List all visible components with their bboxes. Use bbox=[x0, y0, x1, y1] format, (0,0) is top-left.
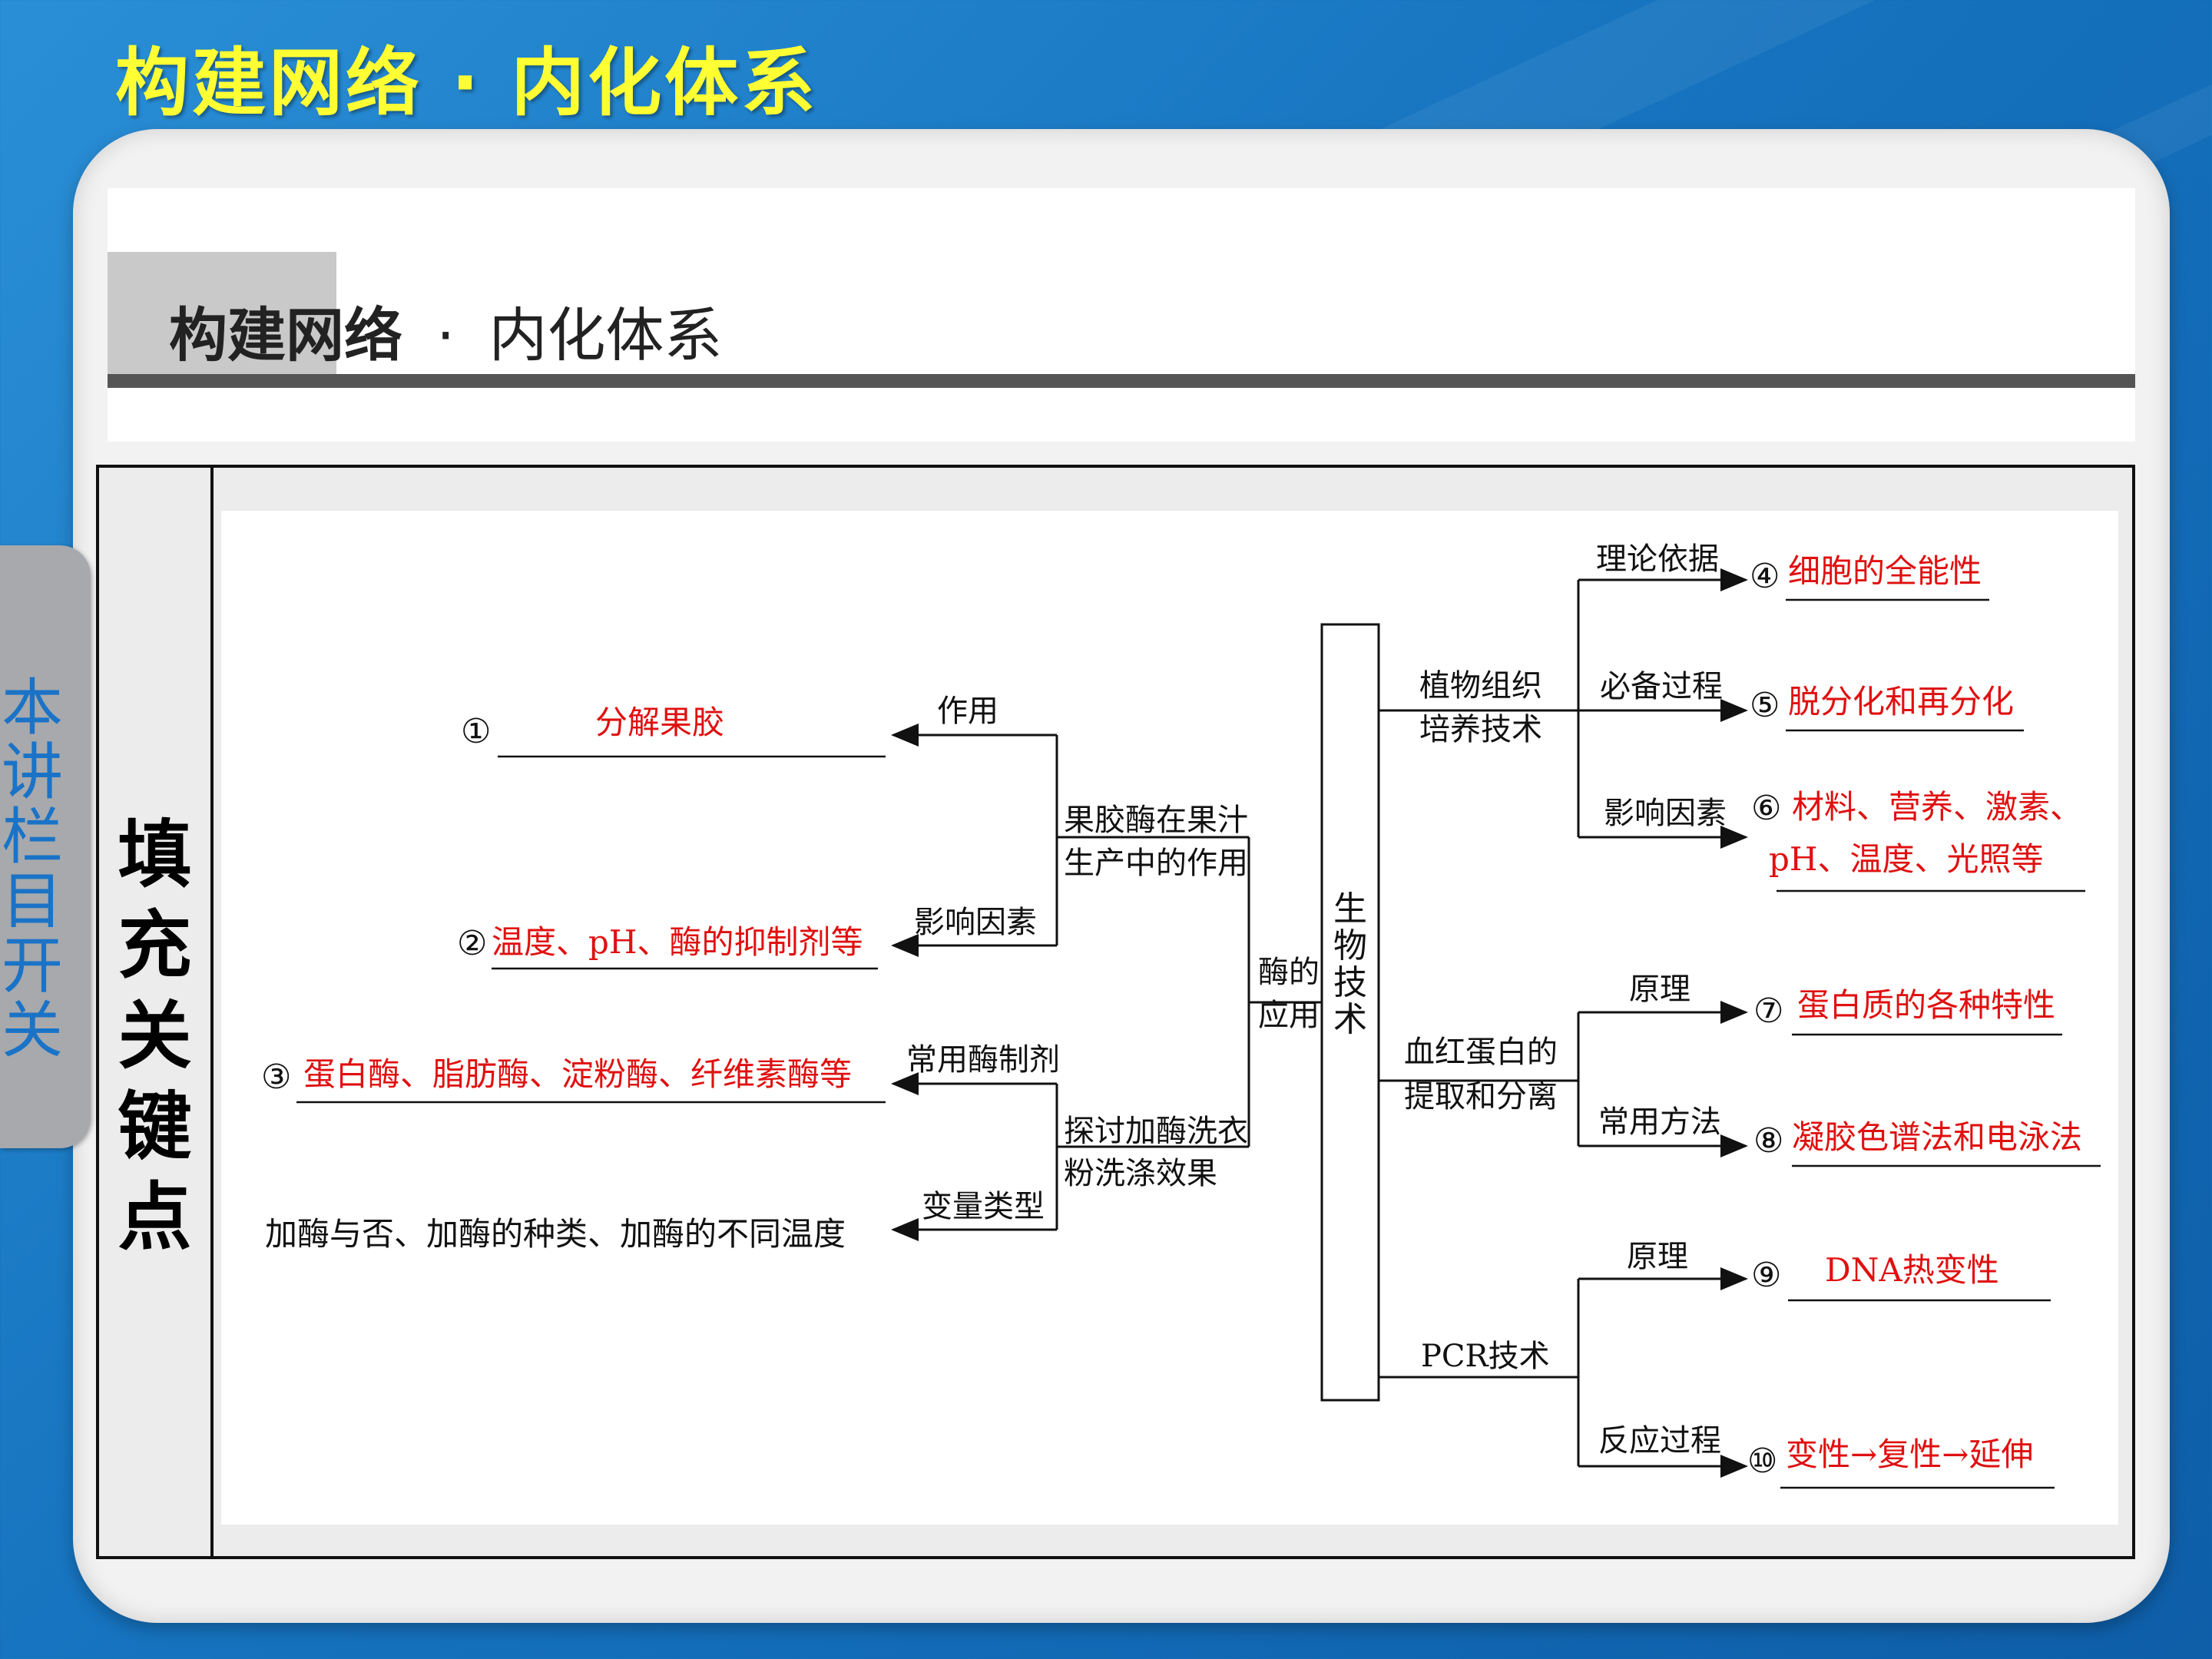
blank-number-10: ⑩ bbox=[1747, 1442, 1778, 1481]
label-pectinase-line1: 果胶酶在果汁 bbox=[1064, 803, 1248, 838]
banner-title-strong: 构建网络 bbox=[169, 301, 402, 369]
answer-8: 凝胶色谱法和电泳法 bbox=[1792, 1118, 2083, 1156]
label-fanying: 反应过程 bbox=[1598, 1423, 1721, 1459]
blank-number-6: ⑥ bbox=[1751, 789, 1782, 828]
banner-title-rest: 内化体系 bbox=[488, 301, 723, 369]
blank-number-5: ⑤ bbox=[1750, 686, 1780, 725]
center-biotech-char: 术 bbox=[1333, 1000, 1367, 1039]
side-tab-char: 目 bbox=[2, 866, 63, 937]
answer-9: DNA热变性 bbox=[1825, 1251, 1999, 1289]
label-bianliang: 变量类型 bbox=[922, 1189, 1045, 1224]
side-tab-char: 本 bbox=[2, 672, 63, 743]
text-bianliang-answer: 加酶与否、加酶的种类、加酶的不同温度 bbox=[265, 1215, 846, 1253]
center-biotech: 生物技术 bbox=[1332, 891, 1369, 1038]
banner-tab bbox=[108, 252, 336, 380]
blank-number-7: ⑦ bbox=[1753, 992, 1784, 1031]
answer-6-line1: 材料、营养、激素、 bbox=[1792, 788, 2083, 826]
center-biotech-char: 物 bbox=[1333, 926, 1367, 965]
label-mei-line2: 应用 bbox=[1258, 998, 1320, 1033]
label-mei-line1: 酶的 bbox=[1258, 955, 1320, 990]
center-biotech-char: 生 bbox=[1333, 889, 1367, 929]
side-tab-char: 讲 bbox=[2, 737, 63, 808]
answer-10: 变性→复性→延伸 bbox=[1786, 1435, 2034, 1473]
label-tantao-line2: 粉洗涤效果 bbox=[1064, 1156, 1217, 1191]
frame-label-char: 键 bbox=[118, 1084, 192, 1170]
frame-label-char: 填 bbox=[118, 812, 192, 898]
frame-divider bbox=[210, 468, 214, 1556]
side-tab-char: 关 bbox=[2, 995, 63, 1066]
answer-6-line2: pH、温度、光照等 bbox=[1769, 840, 2044, 878]
label-lilun: 理论依据 bbox=[1596, 541, 1719, 577]
label-xuehong-line1: 血红蛋白的 bbox=[1404, 1035, 1558, 1070]
answer-7: 蛋白质的各种特性 bbox=[1797, 986, 2056, 1024]
answer-2: 温度、pH、酶的抑制剂等 bbox=[492, 923, 863, 961]
frame-label-char: 关 bbox=[118, 993, 192, 1079]
banner-title-sep: · bbox=[436, 301, 455, 369]
label-yingxiang-left: 影响因素 bbox=[914, 905, 1037, 940]
blank-number-4: ④ bbox=[1750, 557, 1780, 596]
section-banner: 构建网络 · 内化体系 bbox=[108, 188, 2135, 442]
frame-label: 填充关键点 bbox=[99, 810, 210, 1263]
blank-number-3: ③ bbox=[261, 1058, 292, 1097]
blank-number-9: ⑨ bbox=[1751, 1256, 1782, 1295]
center-biotech-char: 技 bbox=[1333, 963, 1367, 1002]
label-yuanli-2: 原理 bbox=[1627, 1239, 1688, 1274]
concept-map-lines bbox=[296, 568, 2101, 1489]
side-tab-char: 开 bbox=[2, 930, 63, 1002]
banner-underline bbox=[108, 374, 2135, 388]
answer-1: 分解果胶 bbox=[595, 704, 725, 741]
blank-number-2: ② bbox=[457, 924, 488, 963]
section-switch-label[interactable]: 本讲栏目开关 bbox=[0, 676, 65, 1063]
banner-title: 构建网络 · 内化体系 bbox=[169, 288, 723, 373]
label-yuanli-1: 原理 bbox=[1629, 972, 1690, 1007]
concept-map: ① 分解果胶 作用 果胶酶在果汁 生产中的作用 ② 温度、pH、酶的抑制剂等 影… bbox=[221, 511, 2118, 1525]
blank-number-8: ⑧ bbox=[1753, 1121, 1784, 1161]
frame-label-char: 点 bbox=[118, 1174, 192, 1260]
label-pectinase-line2: 生产中的作用 bbox=[1064, 846, 1248, 881]
label-zuoyong: 作用 bbox=[937, 694, 998, 729]
label-xuehong-line2: 提取和分离 bbox=[1404, 1079, 1558, 1114]
label-yingxiang-right: 影响因素 bbox=[1604, 796, 1727, 831]
label-zhiwu-line1: 植物组织 bbox=[1419, 668, 1542, 704]
section-switch-tab[interactable] bbox=[0, 545, 91, 1148]
label-pcr: PCR技术 bbox=[1421, 1339, 1550, 1374]
side-tab-char: 栏 bbox=[2, 801, 63, 873]
answer-5: 脱分化和再分化 bbox=[1788, 683, 2015, 720]
answer-3: 蛋白酶、脂肪酶、淀粉酶、纤维素酶等 bbox=[303, 1055, 853, 1093]
label-zhiwu-line2: 培养技术 bbox=[1419, 712, 1542, 747]
label-changyong-meizhiji: 常用酶制剂 bbox=[906, 1042, 1060, 1078]
slide-title: 构建网络 · 内化体系 bbox=[115, 40, 819, 126]
answer-4: 细胞的全能性 bbox=[1788, 552, 1982, 590]
label-bibei: 必备过程 bbox=[1600, 669, 1723, 704]
blank-number-1: ① bbox=[461, 712, 492, 751]
label-tantao-line1: 探讨加酶洗衣 bbox=[1064, 1114, 1248, 1149]
label-changyong-fangfa: 常用方法 bbox=[1598, 1104, 1721, 1140]
frame-label-char: 充 bbox=[118, 902, 192, 988]
